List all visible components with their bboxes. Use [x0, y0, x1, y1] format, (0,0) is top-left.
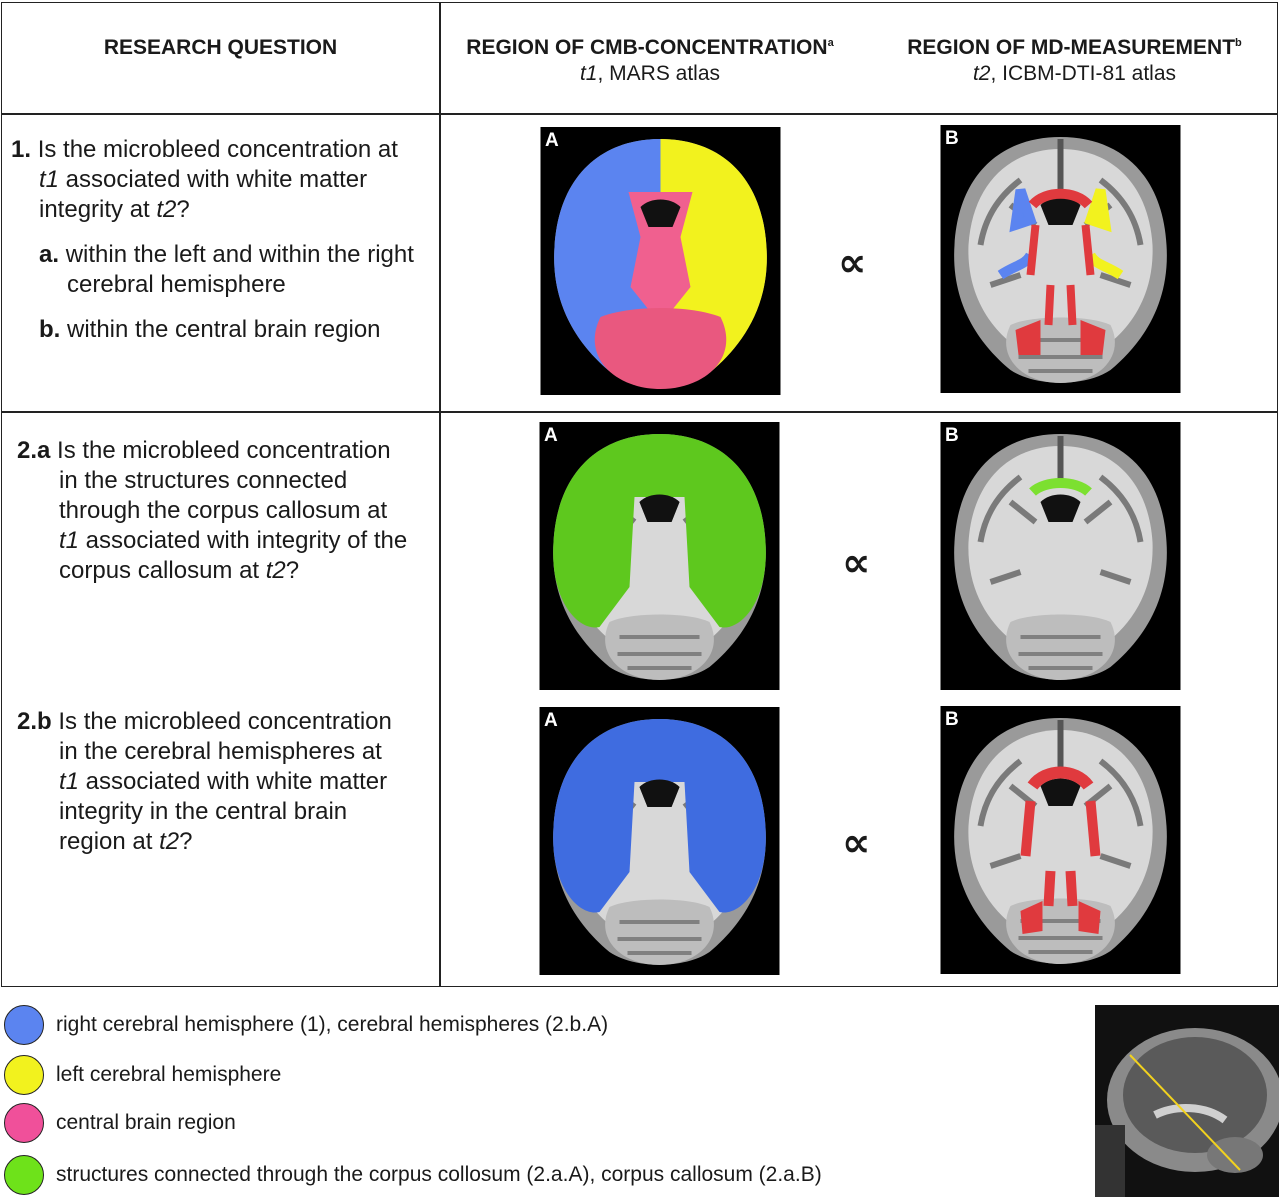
subquestion-a-label: a. — [39, 241, 60, 268]
question-text: ? — [179, 828, 193, 855]
legend-swatch-blue — [4, 1005, 44, 1045]
question-number: 2.b — [17, 708, 52, 735]
subquestion-b-label: b. — [39, 316, 61, 343]
brain-panel-2a-b: B — [940, 422, 1181, 690]
brain-panel-1b: B — [940, 125, 1181, 393]
legend-item: left cerebral hemisphere — [4, 1055, 281, 1095]
header-md-subtitle: t2, ICBM-DTI-81 atlas — [872, 62, 1277, 86]
question-text: Is the microbleed concentration — [57, 437, 391, 464]
question-text: Is the microbleed concentration at — [37, 136, 398, 163]
question-text: region at — [59, 828, 160, 855]
proportional-to-symbol: ∝ — [838, 240, 867, 286]
brain-panel-1a: A — [540, 127, 781, 395]
legend-label: central brain region — [56, 1111, 236, 1134]
footnote-b: b — [1235, 37, 1242, 49]
atlas-label: , MARS atlas — [597, 62, 721, 85]
question-text: t2 — [156, 196, 177, 223]
sagittal-slice-inset — [1095, 1005, 1280, 1197]
header-md-title: REGION OF MD-MEASUREMENT — [907, 36, 1236, 59]
slice-plane-line — [1129, 1054, 1241, 1171]
question-number: 2.a — [17, 437, 51, 464]
corpus-callosum-connected-region — [553, 434, 766, 628]
question-text: in the cerebral hemispheres at — [59, 738, 382, 765]
panel-label-b: B — [945, 425, 959, 446]
question-2b: 2.b Is the microbleed concentration in t… — [17, 707, 392, 857]
legend-label: right cerebral hemisphere (1), cerebral … — [56, 1013, 609, 1036]
brain-panel-2a-a: A — [539, 422, 780, 690]
question-number: 1. — [11, 136, 32, 163]
header-md-region: REGION OF MD-MEASUREMENTb t2, ICBM-DTI-8… — [872, 36, 1277, 86]
cerebellum-central-region — [594, 308, 727, 389]
question-text: corpus callosum at — [59, 557, 266, 584]
brain-panel-2b-b: B — [940, 706, 1181, 974]
sagittal-mri-image — [1095, 1005, 1280, 1197]
legend-swatch-green — [4, 1155, 44, 1195]
question-text: in the structures connected — [59, 467, 348, 494]
brain-mri-image — [940, 125, 1181, 393]
brain-panel-2b-a: A — [539, 707, 780, 975]
question-text: t1 — [59, 527, 80, 554]
question-text: within the central brain region — [67, 316, 381, 343]
question-text: t2 — [159, 828, 180, 855]
brain-mri-image — [539, 422, 780, 690]
question-text: t1 — [39, 166, 60, 193]
corpus-callosum-region — [1029, 478, 1092, 497]
legend-label: structures connected through the corpus … — [56, 1163, 822, 1186]
proportional-to-symbol: ∝ — [842, 540, 871, 586]
central-region — [628, 192, 693, 312]
question-2a: 2.a Is the microbleed concentration in t… — [17, 436, 407, 586]
row-divider — [2, 113, 1277, 115]
question-text: associated with integrity of the — [79, 527, 408, 554]
panel-label-b: B — [945, 709, 959, 730]
legend-label: left cerebral hemisphere — [56, 1063, 282, 1086]
question-text: Is the microbleed concentration — [58, 708, 392, 735]
question-1: 1. Is the microbleed concentration at t1… — [11, 135, 414, 345]
research-table: RESEARCH QUESTION REGION OF CMB-CONCENTR… — [1, 2, 1278, 987]
legend-swatch-pink — [4, 1103, 44, 1143]
legend-item: right cerebral hemisphere (1), cerebral … — [4, 1005, 608, 1045]
question-text: through the corpus callosum at — [59, 497, 388, 524]
question-text: t1 — [59, 768, 80, 795]
panel-label-a: A — [544, 425, 558, 446]
footnote-a: a — [827, 37, 834, 49]
legend-item: structures connected through the corpus … — [4, 1155, 822, 1195]
legend-swatch-yellow — [4, 1055, 44, 1095]
brain-mri-image — [940, 706, 1181, 974]
proportional-to-symbol: ∝ — [842, 820, 871, 866]
atlas-label: , ICBM-DTI-81 atlas — [990, 62, 1177, 85]
header-cmb-title: REGION OF CMB-CONCENTRATION — [466, 36, 828, 59]
header-cmb-subtitle: t1, MARS atlas — [440, 62, 860, 86]
brain-mri-image — [540, 127, 781, 395]
legend-item: central brain region — [4, 1103, 236, 1143]
header-cmb-region: REGION OF CMB-CONCENTRATIONa t1, MARS at… — [440, 36, 860, 86]
question-text: ? — [285, 557, 300, 584]
question-text: ? — [176, 196, 190, 223]
question-text: integrity at — [39, 196, 157, 223]
question-text: associated with white matter — [79, 768, 388, 795]
t1-label: t1 — [579, 62, 598, 85]
cerebral-hemispheres-region — [553, 719, 766, 913]
question-text: cerebral hemisphere — [67, 271, 286, 298]
panel-label-a: A — [544, 710, 558, 731]
panel-label-b: B — [945, 128, 959, 149]
question-text: t2 — [265, 557, 286, 584]
row-divider — [2, 411, 1277, 413]
brain-mri-image — [539, 707, 780, 975]
question-text: integrity in the central brain — [59, 798, 348, 825]
column-divider — [439, 3, 441, 986]
t2-label: t2 — [972, 62, 991, 85]
brain-mri-image — [940, 422, 1181, 690]
panel-label-a: A — [545, 130, 559, 151]
question-text: within the left and within the right — [65, 241, 414, 268]
question-text: associated with white matter — [59, 166, 368, 193]
header-research-question: RESEARCH QUESTION — [103, 36, 338, 59]
